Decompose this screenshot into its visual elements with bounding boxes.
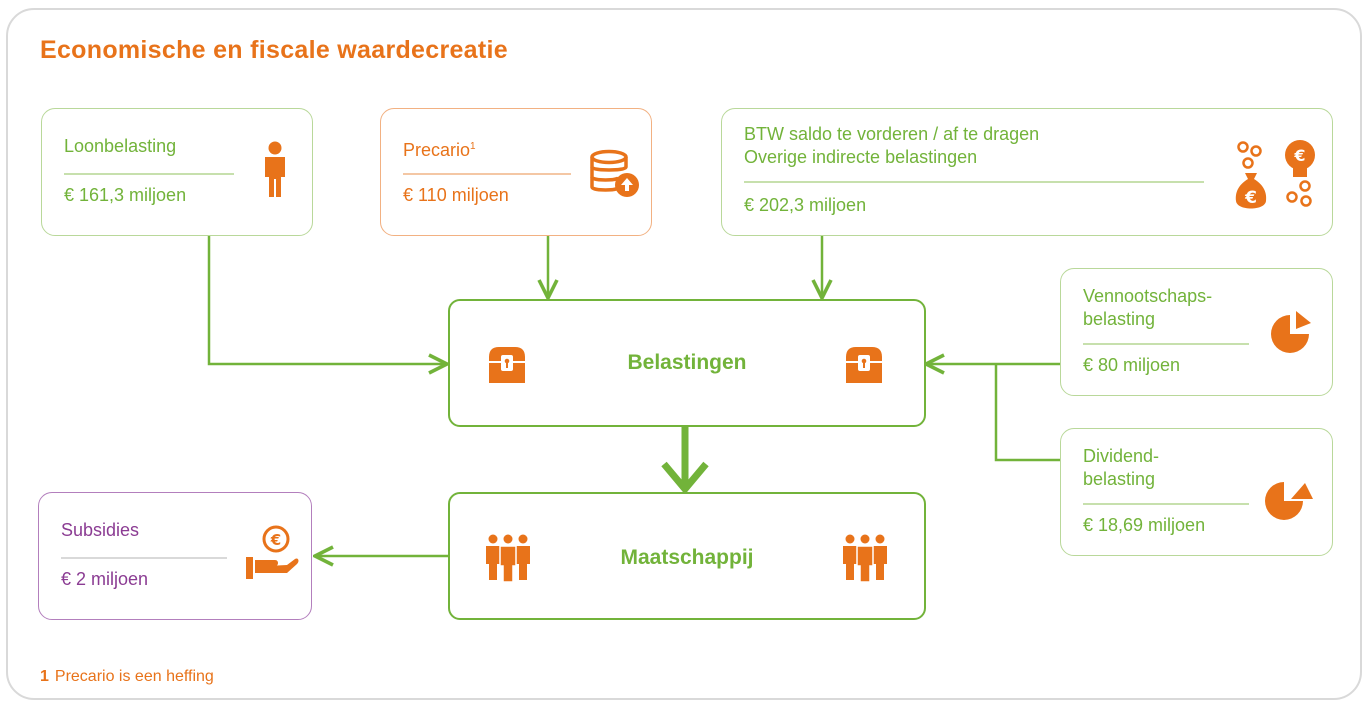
dividend-label: Dividend- belasting bbox=[1083, 445, 1159, 491]
precario-label: Precario1 bbox=[403, 135, 476, 162]
btw-label-line1: BTW saldo te vorderen / af te dragen bbox=[744, 124, 1040, 144]
treasure-chest-icon bbox=[489, 347, 525, 383]
separator bbox=[61, 557, 227, 559]
precario-label-text: Precario bbox=[403, 140, 471, 160]
precario-footnote-ref: 1 bbox=[470, 141, 476, 152]
arrow-loonbelasting-to-belastingen bbox=[207, 236, 447, 364]
separator bbox=[1083, 503, 1249, 505]
subsidies-value: € 2 miljoen bbox=[61, 569, 149, 589]
dividend-label-line2: belasting bbox=[1083, 469, 1156, 489]
money-bag-coins-icon: € bbox=[1235, 141, 1267, 209]
separator bbox=[1083, 343, 1249, 345]
maatschappij-title: Maatschappij bbox=[620, 546, 754, 569]
diagram-title: Economische en fiscale waardecreatie bbox=[40, 36, 508, 64]
person-icon bbox=[265, 141, 285, 197]
dividend-label-line1: Dividend- bbox=[1083, 446, 1160, 466]
box-dividendbelasting: Dividend- belasting € 18,69 miljoen bbox=[1060, 428, 1333, 556]
pie-chart-icon bbox=[1271, 311, 1311, 353]
people-group-icon bbox=[486, 534, 530, 582]
btw-label-line2: Overige indirecte belastingen bbox=[744, 147, 978, 167]
dividend-value: € 18,69 miljoen bbox=[1083, 515, 1206, 535]
euro-lightbulb-coins-icon: € bbox=[1285, 140, 1315, 207]
box-maatschappij: Maatschappij bbox=[448, 492, 926, 620]
separator bbox=[403, 173, 571, 175]
vpb-label-line1: Vennootschaps- bbox=[1083, 286, 1213, 306]
box-vennootschapsbelasting: Vennootschaps- belasting € 80 miljoen bbox=[1060, 268, 1333, 396]
btw-value: € 202,3 miljoen bbox=[744, 195, 867, 215]
separator bbox=[64, 173, 234, 175]
subsidies-label: Subsidies bbox=[61, 520, 140, 540]
precario-value: € 110 miljoen bbox=[403, 185, 509, 205]
box-subsidies: Subsidies € 2 miljoen € bbox=[38, 492, 312, 620]
loonbelasting-label: Loonbelasting bbox=[64, 136, 177, 156]
vpb-label-line2: belasting bbox=[1083, 309, 1156, 329]
svg-text:€: € bbox=[1244, 188, 1257, 208]
vpb-value: € 80 miljoen bbox=[1083, 355, 1181, 375]
footnote: 1 Precario is een heffing bbox=[40, 668, 214, 686]
pie-chart-slice-icon bbox=[1265, 482, 1313, 520]
box-loonbelasting: Loonbelasting € 161,3 miljoen bbox=[41, 108, 313, 236]
loonbelasting-value: € 161,3 miljoen bbox=[64, 185, 187, 205]
svg-text:€: € bbox=[270, 531, 281, 549]
hand-euro-icon: € bbox=[246, 525, 299, 579]
people-group-icon bbox=[843, 534, 887, 582]
coin-stack-upload-icon bbox=[590, 149, 639, 197]
treasure-chest-icon bbox=[846, 347, 882, 383]
box-btw: BTW saldo te vorderen / af te dragen Ove… bbox=[721, 108, 1333, 236]
btw-label: BTW saldo te vorderen / af te dragen Ove… bbox=[744, 123, 1039, 169]
line-dividend-to-branch bbox=[994, 364, 1060, 462]
box-belastingen: Belastingen bbox=[448, 299, 926, 427]
footnote-number: 1 bbox=[40, 668, 49, 685]
belastingen-title: Belastingen bbox=[627, 351, 747, 374]
box-precario: Precario1 € 110 miljoen bbox=[380, 108, 652, 236]
vpb-label: Vennootschaps- belasting bbox=[1083, 285, 1212, 331]
footnote-text: Precario is een heffing bbox=[54, 668, 214, 685]
svg-text:€: € bbox=[1293, 146, 1305, 165]
separator bbox=[744, 181, 1204, 183]
